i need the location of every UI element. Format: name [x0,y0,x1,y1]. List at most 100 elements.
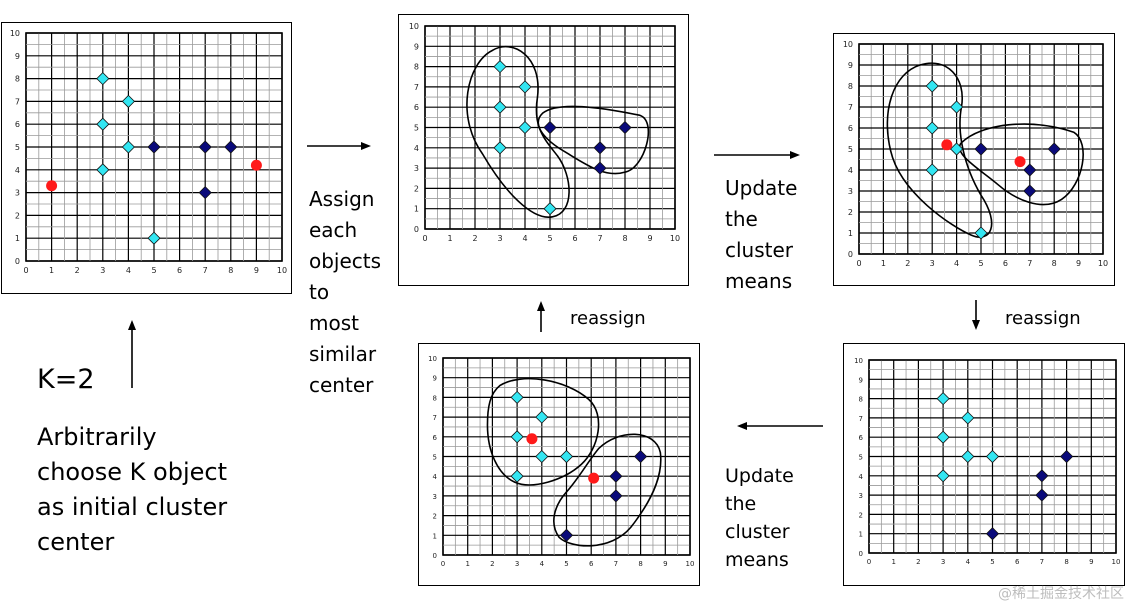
x-tick-label: 0 [441,560,445,568]
y-tick-label: 5 [848,145,853,154]
y-tick-label: 7 [433,414,437,422]
y-tick-label: 1 [848,229,853,238]
x-tick-label: 8 [1052,259,1057,268]
y-tick-label: 10 [10,29,20,38]
arrow-left-to-update-bottom-icon [737,422,823,430]
data-point-cyan [950,142,964,156]
data-point-cyan [535,410,549,424]
data-point-cyan [961,449,975,464]
data-point-cyan [493,100,507,114]
cluster-outline [538,106,648,173]
y-tick-label: 0 [15,257,20,266]
x-tick-label: 7 [614,560,618,568]
data-point-navy [609,469,623,483]
data-point-navy [198,140,212,154]
y-tick-label: 7 [859,415,863,423]
y-tick-label: 2 [859,511,863,519]
y-tick-label: 1 [433,532,437,540]
x-tick-label: 1 [465,560,469,568]
data-point-cyan [96,117,110,131]
x-tick-label: 9 [663,560,667,568]
y-tick-label: 0 [433,552,437,560]
x-tick-label: 3 [515,560,519,568]
arbitrarily-label: Arbitrarily choose K object as initial c… [37,423,228,556]
y-tick-label: 8 [859,396,863,404]
x-tick-label: 0 [867,558,871,566]
x-tick-label: 9 [1076,259,1081,268]
y-tick-label: 7 [15,97,20,106]
data-point-navy [985,527,1000,541]
x-tick-label: 2 [916,558,920,566]
watermark: @稀土掘金技术社区 [998,586,1124,602]
x-tick-label: 10 [1098,259,1108,268]
x-tick-label: 2 [472,234,477,243]
data-point-navy [1047,142,1061,156]
x-tick-label: 3 [941,558,945,566]
data-point-navy [618,120,632,135]
x-tick-label: 3 [100,266,105,275]
x-tick-label: 4 [540,560,545,568]
y-tick-label: 10 [428,355,437,363]
y-tick-label: 3 [859,492,863,500]
y-tick-label: 2 [848,208,853,217]
x-tick-label: 6 [1003,259,1008,268]
x-tick-label: 8 [1064,558,1068,566]
x-tick-label: 5 [978,259,983,268]
data-point-cyan [961,411,975,425]
data-point-navy [1023,163,1037,177]
y-tick-label: 0 [848,250,853,259]
y-tick-label: 0 [414,225,419,234]
y-tick-label: 3 [433,493,437,501]
data-point-navy [147,140,161,154]
x-tick-label: 9 [254,266,259,275]
assign-label: Assign each objects to most similar cent… [309,187,382,397]
x-tick-label: 7 [1027,259,1032,268]
data-point-cyan [925,163,939,177]
x-tick-label: 10 [670,234,680,243]
y-tick-label: 4 [414,144,419,153]
data-point-cyan [493,60,507,74]
data-point-navy [1035,488,1049,502]
x-tick-label: 0 [422,234,427,243]
reassign-middle-label: reassign [570,308,646,329]
cluster-center-point [250,159,262,171]
y-tick-label: 1 [859,531,863,539]
arrow-right-to-assign-icon [307,142,371,150]
y-tick-label: 7 [414,83,419,92]
x-tick-label: 8 [622,234,627,243]
y-tick-label: 8 [15,75,20,84]
y-tick-label: 3 [15,189,20,198]
x-tick-label: 4 [126,266,131,275]
data-point-cyan [510,469,524,483]
x-tick-label: 2 [905,259,910,268]
data-point-cyan [559,449,574,464]
y-tick-label: 6 [848,124,853,133]
arrow-up-to-assign-icon [537,301,545,332]
y-tick-label: 9 [859,376,863,384]
x-tick-label: 1 [49,266,54,275]
arrow-down-to-reassign-icon [972,300,980,330]
data-point-cyan [925,79,939,93]
y-tick-label: 10 [409,22,419,31]
x-tick-label: 1 [447,234,452,243]
data-point-navy [1060,449,1074,464]
y-tick-label: 5 [414,124,419,133]
x-tick-label: 8 [638,560,642,568]
k-label: K=2 [37,364,95,395]
x-tick-label: 5 [990,558,994,566]
data-point-cyan [510,390,524,404]
cluster-center-point [46,180,58,192]
y-tick-label: 5 [15,143,20,152]
update-means-bottom-label: Update the cluster means [725,465,794,571]
cluster-center-point [526,433,538,445]
data-point-navy [1035,469,1049,483]
x-tick-label: 4 [954,259,959,268]
data-point-cyan [543,202,557,216]
x-tick-label: 2 [75,266,80,275]
data-point-cyan [510,430,524,444]
